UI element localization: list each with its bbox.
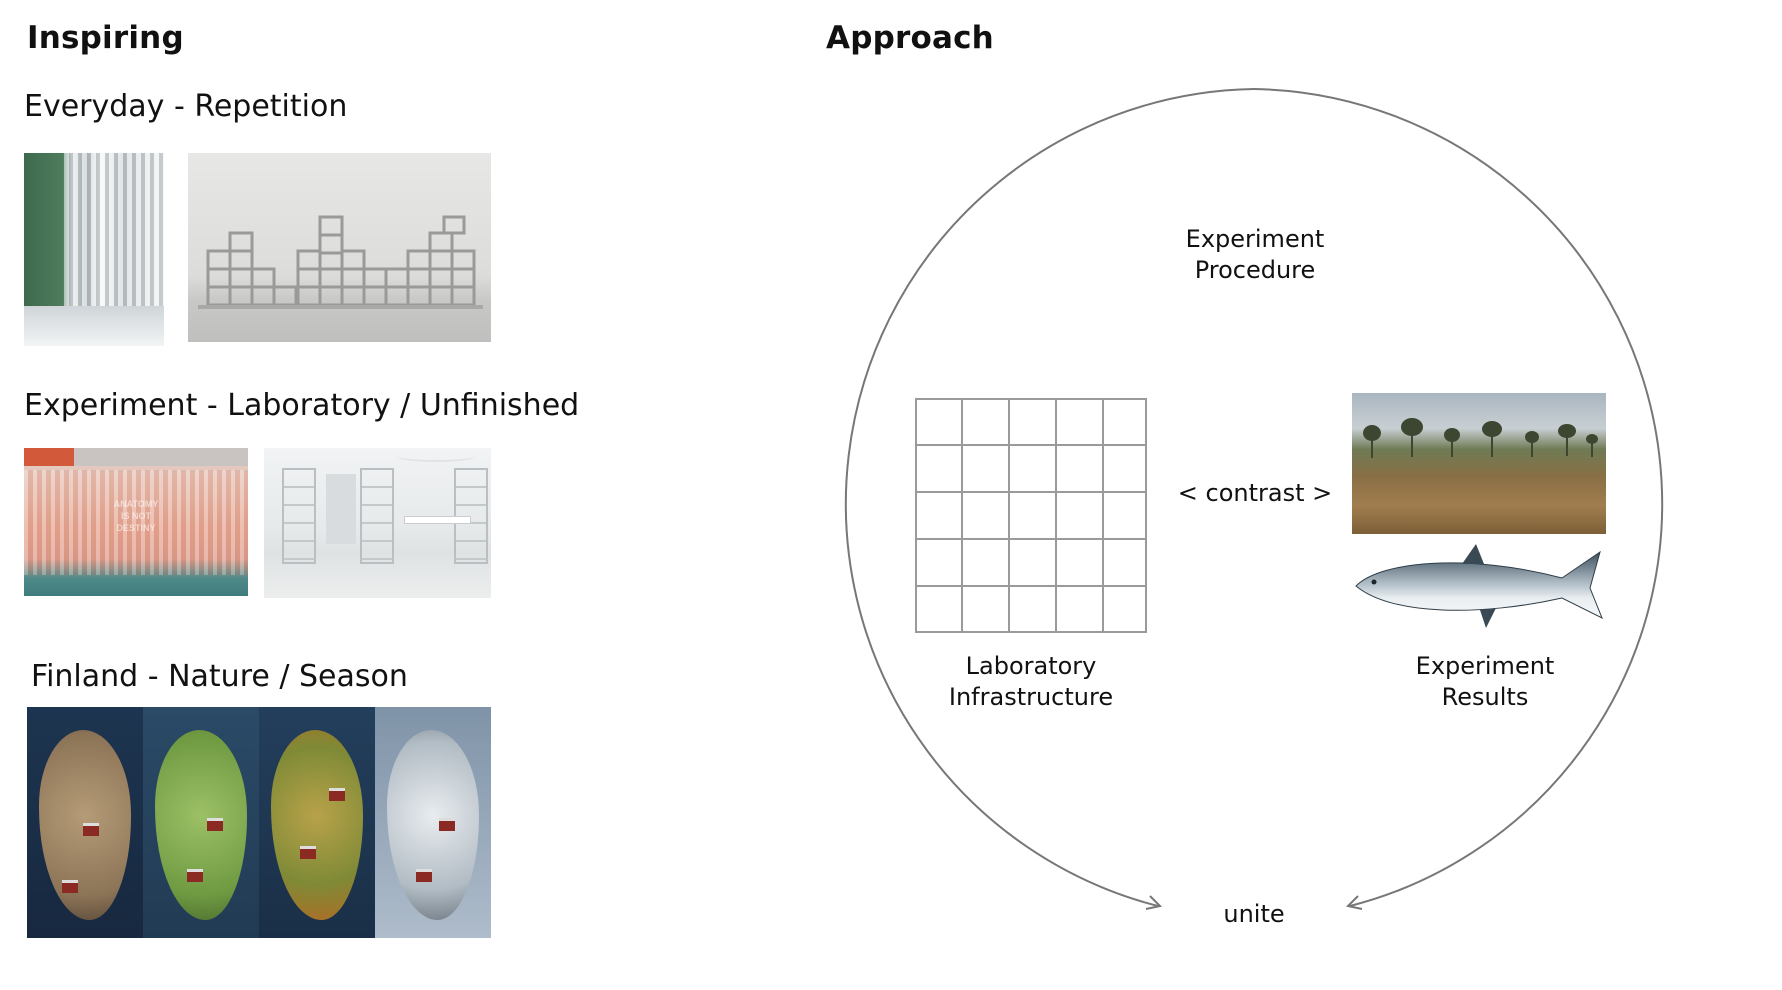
island-winter-image (375, 707, 491, 938)
experiment-procedure-label: Experiment Procedure (1150, 224, 1360, 286)
heading-everyday-repetition: Everyday - Repetition (24, 89, 348, 124)
procedure-line-1: Experiment (1185, 225, 1325, 253)
stepped-shelves-image (188, 153, 491, 342)
unite-arc-right (1253, 88, 1664, 907)
infrastructure-line-1: Laboratory (965, 652, 1097, 680)
experiment-results-label: Experiment Results (1385, 651, 1585, 713)
unite-arc-left (844, 88, 1255, 907)
bog-landscape-image (1352, 393, 1606, 534)
white-laboratory-interior-image (264, 448, 491, 598)
island-autumn-image (259, 707, 375, 938)
unite-arrowhead-left (1145, 895, 1163, 910)
curtain-text-line: DESTINY (116, 523, 156, 533)
unite-label: unite (1223, 900, 1285, 928)
results-line-2: Results (1441, 683, 1529, 711)
laboratory-grid-icon (915, 398, 1147, 633)
island-spring-image (27, 707, 143, 938)
heading-experiment-laboratory-unfinished: Experiment - Laboratory / Unfinished (24, 388, 580, 423)
curtain-text-line: IS NOT (120, 511, 151, 521)
unite-arrowhead-right (1345, 895, 1363, 910)
contrast-label: < contrast > (1177, 479, 1333, 507)
section-title-inspiring: Inspiring (27, 20, 184, 56)
glass-panels-image (24, 153, 164, 346)
island-four-seasons-image (27, 707, 491, 938)
section-title-approach: Approach (826, 20, 994, 56)
procedure-line-2: Procedure (1194, 256, 1316, 284)
island-summer-image (143, 707, 259, 938)
infrastructure-line-2: Infrastructure (948, 683, 1114, 711)
heading-finland-nature-season: Finland - Nature / Season (31, 659, 408, 694)
results-line-1: Experiment (1415, 652, 1555, 680)
pink-curtain-installation-image: ANATOMY IS NOT DESTINY (24, 448, 248, 596)
salmon-image (1352, 538, 1606, 632)
curtain-text-line: ANATOMY (113, 499, 159, 509)
laboratory-infrastructure-label: Laboratory Infrastructure (931, 651, 1131, 713)
